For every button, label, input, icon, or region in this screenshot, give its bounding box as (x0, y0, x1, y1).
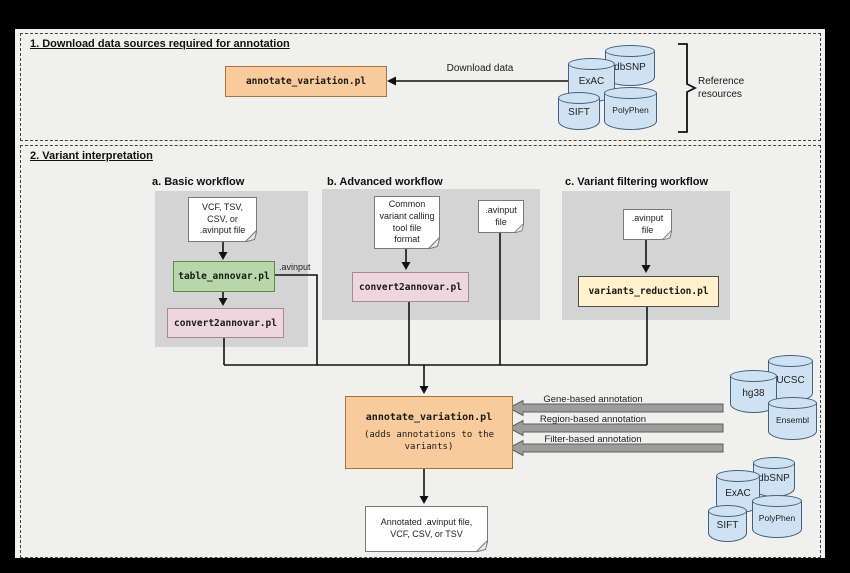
database-label: dbSNP (758, 472, 790, 484)
reference-resources-label: Reference resources (698, 76, 745, 100)
database-cylinder-ensembl: Ensembl (768, 397, 817, 440)
section1-title: 1. Download data sources required for an… (30, 38, 290, 50)
filtering-workflow-title: c. Variant filtering workflow (565, 176, 709, 188)
convert2annovar-advanced-box: convert2annovar.pl (352, 272, 469, 302)
cylinder-top (768, 397, 817, 409)
tool-label: table_annovar.pl (178, 271, 270, 282)
database-label: Ensembl (775, 414, 810, 425)
filtering-avinput-file-doc: .avinput file (623, 209, 672, 240)
doc-text: .avinput file (631, 212, 664, 235)
table-annovar-box: table_annovar.pl (173, 261, 275, 292)
convert2annovar-basic-box: convert2annovar.pl (167, 308, 284, 338)
doc-text: .avinput file (485, 204, 517, 227)
tool-label: convert2annovar.pl (174, 317, 277, 329)
database-label: SIFT (716, 519, 739, 531)
cylinder-body (752, 501, 802, 538)
advanced-workflow-title: b. Advanced workflow (327, 176, 443, 188)
doc-text: Common variant calling tool file format (379, 199, 435, 245)
variants-reduction-box: variants_reduction.pl (578, 276, 719, 307)
folded-corner-icon (428, 237, 440, 249)
tool-label: annotate_variation.pl (365, 411, 493, 423)
doc-text: VCF, TSV, CSV, or .avinput file (199, 201, 246, 236)
cylinder-top (558, 92, 600, 104)
database-label: PolyPhen (612, 104, 649, 115)
folded-corner-icon (245, 230, 257, 242)
filter-annotation-label: Filter-based annotation (544, 434, 642, 445)
cylinder-top (716, 470, 760, 482)
database-label: hg38 (742, 387, 765, 399)
database-label: ExAC (725, 487, 751, 499)
tool-label: convert2annovar.pl (359, 281, 462, 293)
database-cylinder-dbsnp-2: dbSNP (753, 457, 795, 497)
advanced-input-file-doc: Common variant calling tool file format (374, 196, 440, 249)
cylinder-top (768, 355, 813, 367)
tool-label: variants_reduction.pl (588, 286, 709, 297)
annotate-variation-central-box: annotate_variation.pl (adds annotations … (345, 396, 513, 469)
doc-text: Annotated .avinput file, VCF, CSV, or TS… (380, 517, 473, 539)
tool-subtitle: (adds annotations to the variants) (363, 429, 495, 452)
avinput-edge-label: .avinput (279, 262, 311, 272)
cylinder-body (604, 93, 657, 130)
database-label: UCSC (776, 374, 805, 386)
annotated-output-file-doc: Annotated .avinput file, VCF, CSV, or TS… (365, 506, 488, 552)
database-label: PolyPhen (758, 512, 796, 523)
cylinder-body (768, 403, 817, 440)
folded-corner-icon (476, 540, 488, 552)
cylinder-top (605, 45, 655, 57)
cylinder-top (568, 58, 615, 70)
tool-label: annotate_variation.pl (245, 76, 367, 87)
advanced-avinput-file-doc: .avinput file (478, 200, 524, 233)
cylinder-top (730, 370, 777, 382)
region-annotation-label: Region-based annotation (539, 414, 647, 425)
cylinder-top (753, 457, 795, 469)
folded-corner-icon (514, 223, 524, 233)
cylinder-top (752, 495, 802, 507)
database-cylinder-polyphen-2: PolyPhen (752, 495, 802, 538)
cylinder-top (604, 87, 657, 99)
database-label: SIFT (568, 106, 590, 118)
download-data-label: Download data (446, 63, 514, 74)
database-cylinder-hg38: hg38 (730, 370, 777, 413)
section2-title: 2. Variant interpretation (30, 150, 153, 162)
gene-annotation-label: Gene-based annotation (543, 394, 643, 405)
database-label: dbSNP (614, 61, 646, 73)
database-cylinder-sift-2: SIFT (708, 505, 747, 542)
basic-input-file-doc: VCF, TSV, CSV, or .avinput file (188, 197, 257, 242)
database-cylinder-sift: SIFT (558, 92, 600, 130)
database-label: ExAC (578, 75, 605, 87)
database-cylinder-polyphen: PolyPhen (604, 87, 657, 130)
cylinder-body (730, 376, 777, 413)
folded-corner-icon (662, 230, 672, 240)
cylinder-top (708, 505, 747, 517)
annotate-variation-download-box: annotate_variation.pl (225, 66, 387, 97)
basic-workflow-title: a. Basic workflow (152, 176, 245, 188)
